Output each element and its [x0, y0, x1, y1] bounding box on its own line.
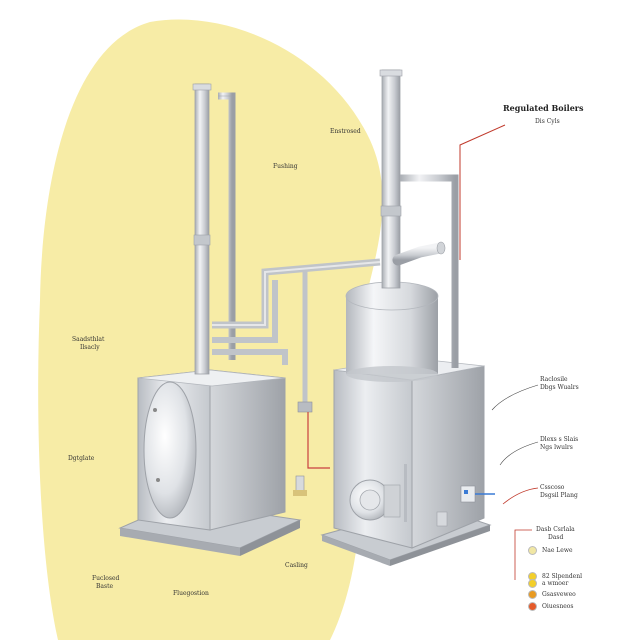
label-dasb-csrlala: Dasb Csrlala [536, 526, 575, 533]
label-fushing: Fushing [273, 163, 298, 170]
legend-item: Oiuesneos [528, 602, 573, 611]
label-casling: Casling [285, 562, 308, 569]
label-enstrosed: Enstrosed [330, 128, 361, 135]
legend-label: Gsasveweo [542, 591, 576, 598]
legend-label: 82 Slpendenl [542, 573, 583, 580]
label-dgtglate: Dgtglate [68, 455, 95, 462]
legend-swatch-icon [528, 546, 537, 555]
label-saadsthlat: Saadsthlat [72, 336, 105, 343]
legend-swatch-icon [528, 602, 537, 611]
label-dasd: Dasd [548, 534, 564, 541]
diagram-title: Regulated Boilers [503, 103, 584, 113]
label-dbgs-wualrs: Dbgs Wualrs [540, 384, 579, 391]
label-dsgsil-plang: Dsgsil Plang [540, 492, 578, 499]
label-fluegostion: Fluegostion [173, 590, 209, 597]
diagram-subtitle: Dis Cyls [535, 118, 560, 125]
legend-label: Oiuesneos [542, 603, 574, 610]
legend-label: Nae Lewe [542, 547, 573, 554]
legend-swatch-icon [528, 579, 537, 588]
label-ngs-lwulrs: Ngs lwulrs [540, 444, 573, 451]
label-fuclosed: Fuclosed [92, 575, 120, 582]
legend-item: a wmoer [528, 579, 568, 588]
legend-item: Nae Lewe [528, 546, 573, 555]
label-dlexs-slais: Dlexs s Slais [540, 436, 579, 443]
label-raclosile: Raclosile [540, 376, 568, 383]
legend-label: a wmoer [542, 580, 569, 587]
label-ilsacly: Ilsacly [80, 344, 100, 351]
label-baste: Baste [96, 583, 114, 590]
label-csscoso: Csscoso [540, 484, 565, 491]
legend-swatch-icon [528, 590, 537, 599]
legend-item: Gsasveweo [528, 590, 576, 599]
